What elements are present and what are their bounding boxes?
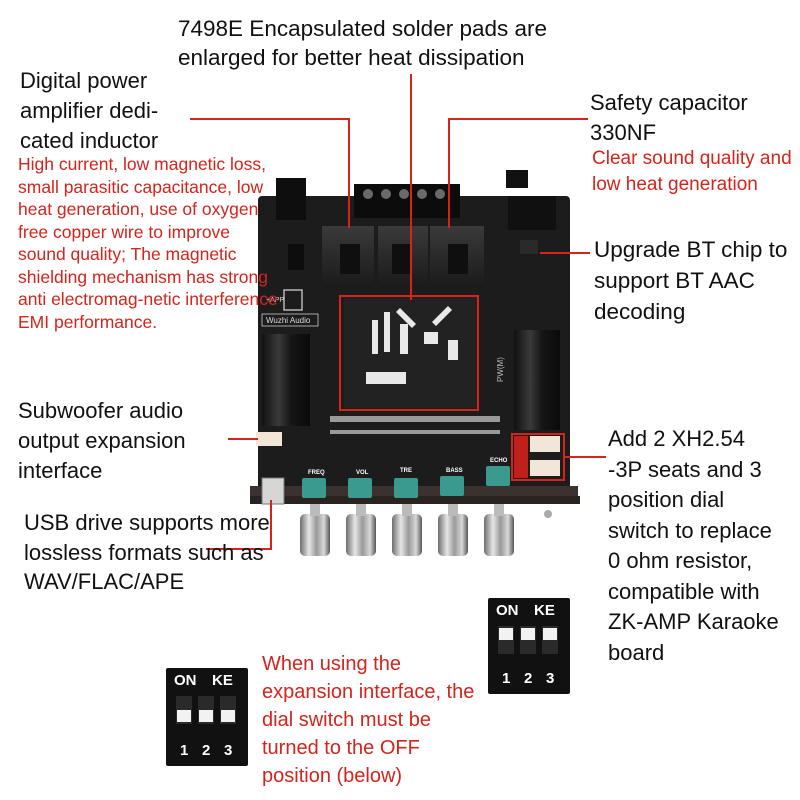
front-panel-edge (250, 496, 580, 504)
diode (288, 244, 304, 270)
dip-knob (521, 628, 535, 640)
knob-freq (300, 514, 330, 556)
leader-line (190, 118, 350, 120)
brand-label: Wuzhi Audio (266, 316, 311, 325)
dip-on-label: ON (496, 602, 519, 619)
leader-line (540, 252, 590, 254)
leader-line (206, 548, 272, 550)
bt-module (508, 196, 556, 230)
dip-num-3: 3 (224, 742, 233, 759)
dial-switch-board (514, 436, 528, 478)
inductor-title: Digital power amplifier dedi-cated induc… (20, 68, 159, 153)
label-vol: VOL (356, 470, 369, 476)
dip-slot (520, 626, 536, 654)
app-label: +APP (266, 297, 284, 304)
label-echo: ECHO (490, 458, 508, 464)
dip-num-2: 2 (524, 670, 533, 687)
dip-knob (543, 628, 557, 640)
label-tre: TRE (400, 468, 412, 474)
xh-connector-top (530, 436, 560, 452)
capacitor-right (514, 330, 560, 430)
dip-slot (176, 696, 192, 724)
leader-line (564, 456, 606, 458)
leader-line (448, 118, 450, 228)
dip-slot (220, 696, 236, 724)
dip-knob (177, 710, 191, 722)
dip-num-1: 1 (502, 670, 511, 687)
dip-knob (221, 710, 235, 722)
usb-port (261, 477, 285, 505)
dip-slot (198, 696, 214, 724)
subwoofer-callout: Subwoofer audio output expansion interfa… (18, 398, 186, 483)
brand-logo (283, 289, 303, 311)
bt-chip-callout: Upgrade BT chip to support BT AAC decodi… (594, 237, 788, 324)
dip-knob (499, 628, 513, 640)
capacitor-description: Clear sound quality and low heat generat… (592, 148, 792, 195)
leader-line (228, 438, 258, 440)
aux-jack (506, 170, 528, 188)
dip-ke-label: KE (212, 672, 233, 689)
leader-line (448, 118, 588, 120)
capacitor-left (262, 334, 310, 426)
dip-ke-label: KE (534, 602, 555, 619)
speaker-terminal (354, 184, 460, 218)
dip-slot (542, 626, 558, 654)
dial-switch-note: When using the expansion interface, the … (262, 653, 475, 787)
leader-line (410, 74, 412, 300)
knob-bass (438, 514, 468, 556)
solder-pads-callout: 7498E Encapsulated solder pads are enlar… (178, 16, 548, 70)
leader-line (270, 500, 272, 550)
label-freq: FREQ (308, 470, 325, 476)
knob-vol (346, 514, 376, 556)
dc-jack (276, 178, 306, 220)
leader-line (348, 118, 350, 228)
subwoofer-connector (256, 432, 282, 446)
cap-label-right: PW(M) (496, 357, 505, 382)
label-bass: BASS (446, 468, 463, 474)
dip-num-2: 2 (202, 742, 211, 759)
knob-tre (392, 514, 422, 556)
chip-highlight-box (339, 295, 479, 411)
dip-num-1: 1 (180, 742, 189, 759)
capacitor-title: Safety capacitor 330NF (590, 90, 748, 145)
xh-connector-bottom (530, 460, 560, 476)
dip-switch-diagram-right: ON KE 1 2 3 (488, 598, 570, 694)
knob-echo (484, 514, 514, 556)
dip-on-label: ON (174, 672, 197, 689)
xh-seats-callout: Add 2 XH2.54 -3P seats and 3 position di… (608, 426, 779, 665)
inductor-description: High current, low magnetic loss, small p… (18, 154, 278, 332)
dip-switch-diagram-left: ON KE 1 2 3 (166, 668, 248, 766)
dip-num-3: 3 (546, 670, 555, 687)
dip-knob (199, 710, 213, 722)
usb-callout: USB drive supports more lossless formats… (24, 510, 270, 594)
dip-slot (498, 626, 514, 654)
